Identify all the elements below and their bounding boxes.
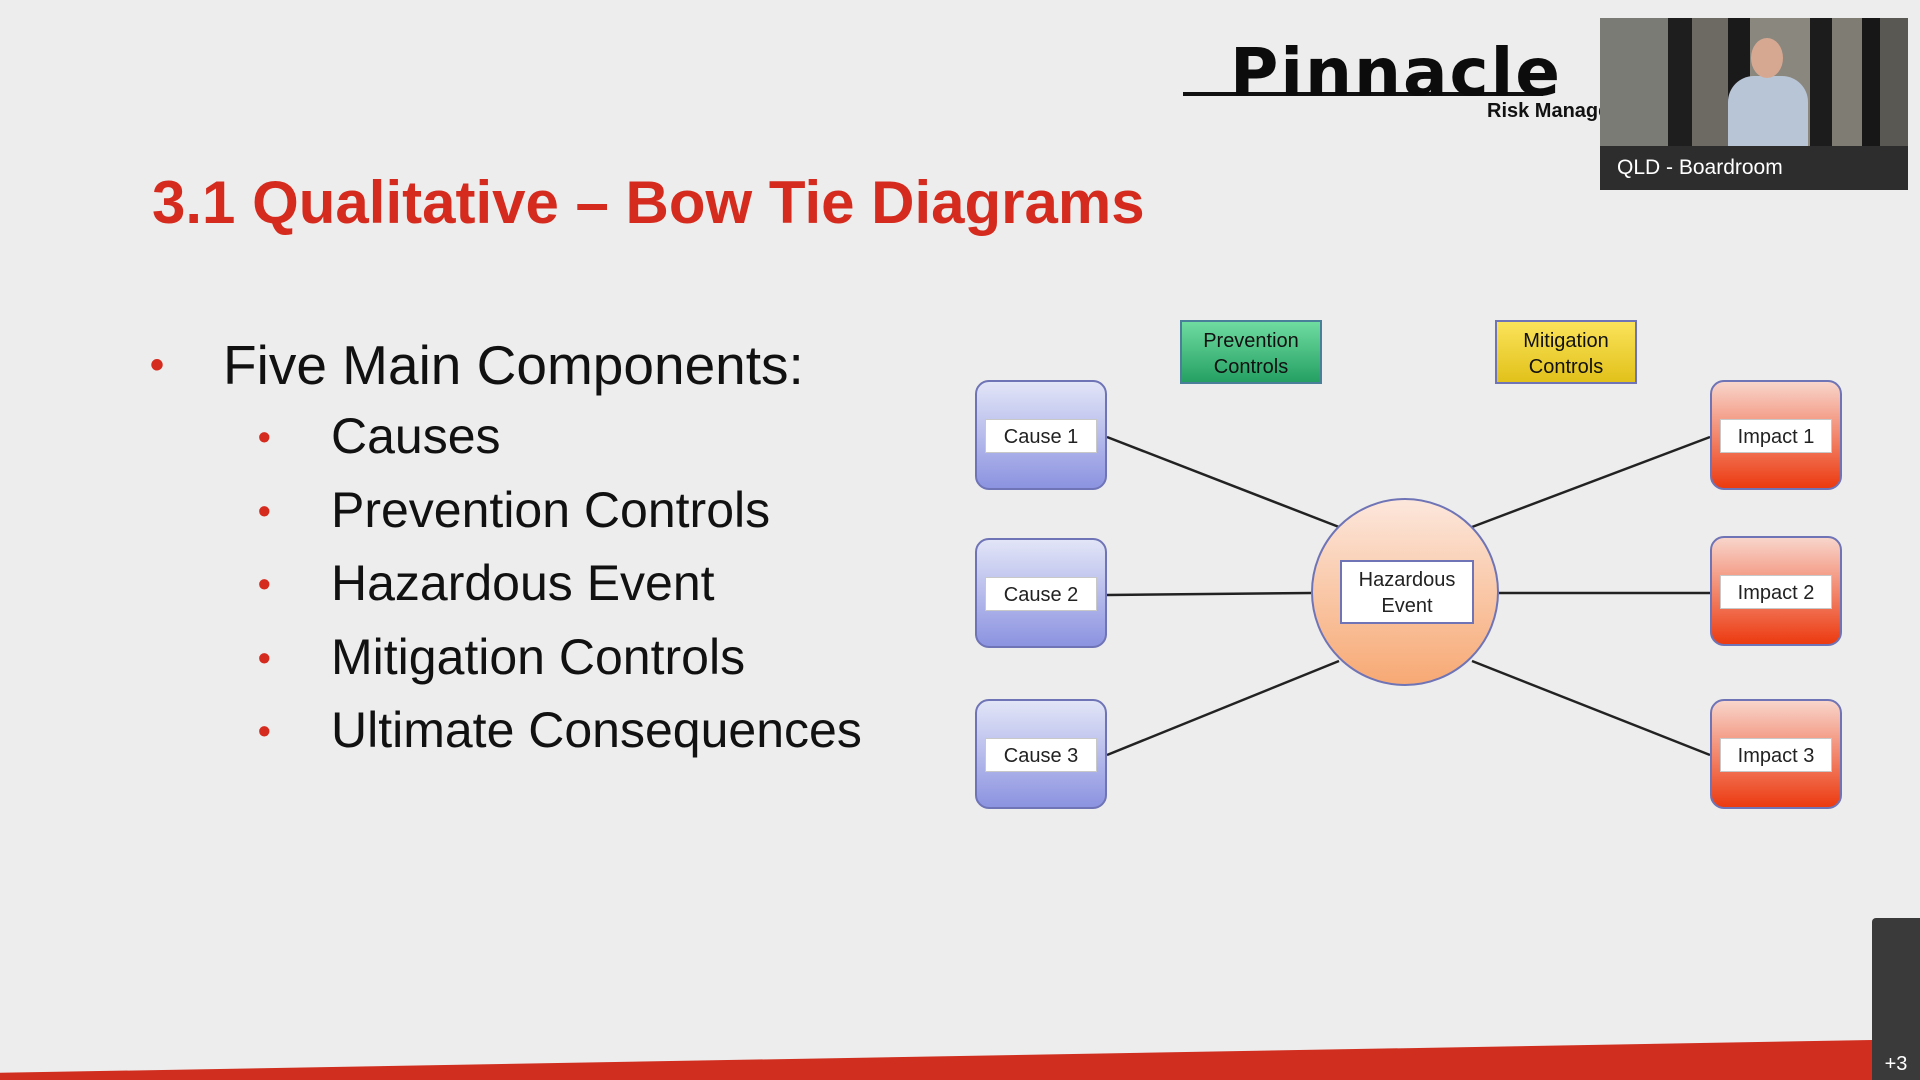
pinnacle-logo: Pinnacle Risk Management [1180, 40, 1600, 130]
connector-cause2-hazard [1106, 591, 1312, 597]
bullet-main: • Five Main Components: [150, 330, 862, 400]
slide-footer-bar [0, 1040, 1872, 1080]
bullet-sub-item: • Causes [150, 400, 862, 474]
bullet-main-text: Five Main Components: [223, 334, 804, 396]
presenter-video-feed [1600, 18, 1908, 156]
impact-node-2: Impact 2 [1710, 536, 1842, 646]
cause-node-1: Cause 1 [975, 380, 1107, 490]
logo-tagline: Risk Management [1487, 100, 1600, 122]
video-tile-label: QLD - Boardroom [1600, 146, 1908, 190]
bullet-dot-icon: • [258, 416, 271, 457]
bullet-dot-icon: • [258, 563, 271, 604]
bullet-dot-icon: • [150, 343, 165, 387]
mitigation-controls-line2: Controls [1528, 356, 1604, 378]
impact-label: Impact 1 [1720, 419, 1832, 453]
bullet-sub-item: • Hazardous Event [150, 547, 862, 621]
logo-rule [1183, 92, 1543, 96]
hazardous-event-node: Hazardous Event [1311, 498, 1499, 686]
bullet-sub-item: • Ultimate Consequences [150, 694, 862, 768]
cause-label: Cause 1 [985, 419, 1097, 453]
presenter-body [1728, 76, 1808, 156]
bow-tie-diagram: Prevention Controls Mitigation Controls … [970, 315, 1850, 815]
connector-cause3-hazard [1106, 659, 1340, 757]
participant-overflow-count[interactable]: +3 [1884, 1053, 1908, 1075]
bullet-dot-icon: • [258, 636, 271, 678]
cause-label: Cause 2 [985, 577, 1097, 611]
bullet-sub-text: Hazardous Event [331, 555, 715, 611]
impact-node-1: Impact 1 [1710, 380, 1842, 490]
bullet-sub-item: • Prevention Controls [150, 474, 862, 548]
hazardous-event-line2: Event [1381, 595, 1433, 617]
impact-label: Impact 3 [1720, 738, 1832, 772]
diagram-connectors [1106, 435, 1711, 757]
mitigation-controls-line1: Mitigation [1523, 330, 1609, 352]
hazardous-event-line1: Hazardous [1358, 569, 1456, 591]
connector-hazard-impact1 [1471, 435, 1711, 529]
cause-label: Cause 3 [985, 738, 1097, 772]
presenter-head [1751, 38, 1783, 78]
impact-label: Impact 2 [1720, 575, 1832, 609]
cause-node-2: Cause 2 [975, 538, 1107, 648]
prevention-controls-box: Prevention Controls [1180, 320, 1322, 384]
prevention-controls-line1: Prevention [1203, 330, 1299, 352]
prevention-controls-line2: Controls [1213, 356, 1289, 378]
bullet-list: • Five Main Components: • Causes • Preve… [150, 330, 862, 768]
bullet-sub-item: • Mitigation Controls [150, 621, 862, 695]
presenter-video-tile[interactable]: QLD - Boardroom [1600, 18, 1908, 190]
bullet-sub-text: Mitigation Controls [331, 628, 746, 685]
connector-cause1-hazard [1106, 435, 1340, 529]
participant-overflow-panel[interactable]: +3 [1872, 918, 1920, 1080]
mitigation-controls-box: Mitigation Controls [1495, 320, 1637, 384]
connector-hazard-impact3 [1471, 659, 1711, 757]
bullet-sub-text: Causes [331, 408, 501, 464]
cause-node-3: Cause 3 [975, 699, 1107, 809]
slide-title: 3.1 Qualitative – Bow Tie Diagrams [152, 169, 1145, 236]
bullet-sub-text: Prevention Controls [331, 481, 771, 538]
bullet-dot-icon: • [258, 710, 271, 751]
impact-node-3: Impact 3 [1710, 699, 1842, 809]
bullet-sub-text: Ultimate Consequences [331, 702, 862, 758]
logo-wordmark: Pinnacle [1230, 40, 1563, 111]
bullet-dot-icon: • [258, 489, 271, 531]
hazardous-event-label: Hazardous Event [1340, 560, 1474, 624]
